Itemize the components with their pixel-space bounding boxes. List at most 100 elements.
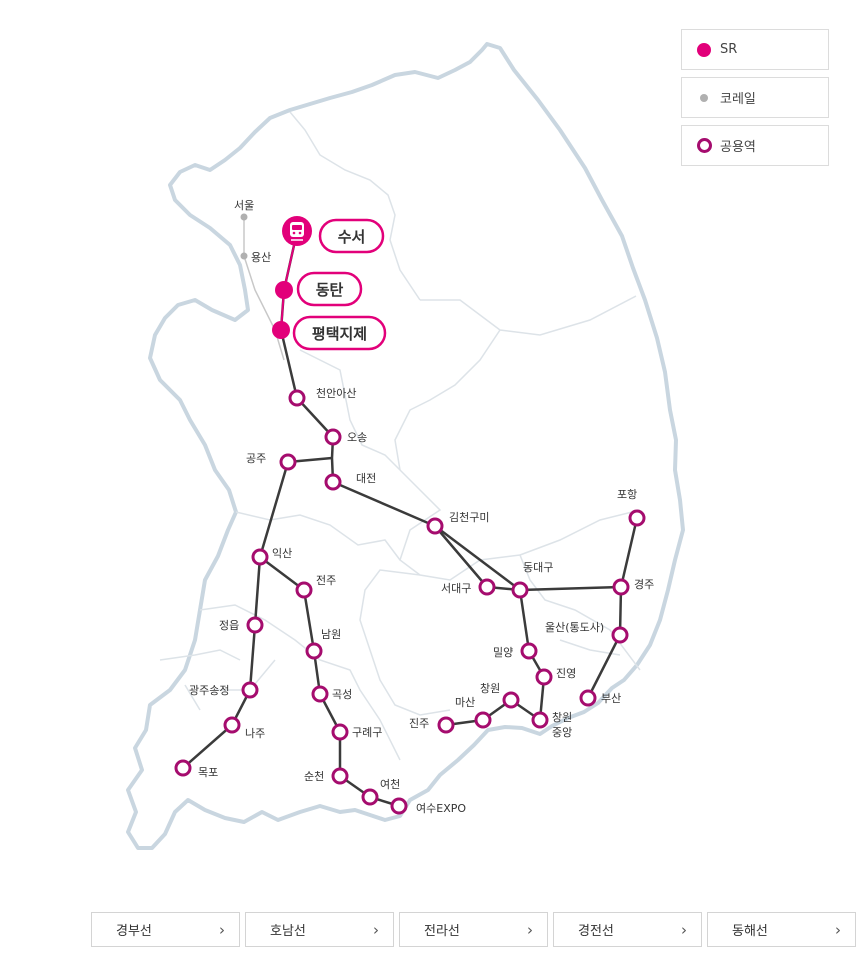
station-jinyeong[interactable] xyxy=(535,668,553,686)
label-yeosu: 여수EXPO xyxy=(416,802,466,815)
station-miryang[interactable] xyxy=(520,642,538,660)
chevron-right-icon: › xyxy=(527,920,533,939)
station-gurye[interactable] xyxy=(331,723,349,741)
label-iksan: 익산 xyxy=(272,547,292,560)
label-changwon-jungang-1: 창원 xyxy=(552,711,572,724)
station-changwon[interactable] xyxy=(502,691,520,709)
sr-station-pyeongtaek[interactable]: 평택지제 xyxy=(272,315,387,351)
station-yeocheon[interactable] xyxy=(361,788,379,806)
label-jeongeup: 정읍 xyxy=(219,619,239,632)
sr-station-dongtan[interactable]: 동탄 xyxy=(275,271,363,307)
korail-dot-icon xyxy=(695,89,713,107)
line-button-label: 전라선 xyxy=(424,924,460,939)
label-miryang: 밀양 xyxy=(493,646,513,659)
label-pyeongtaek: 평택지제 xyxy=(312,325,367,343)
label-gokseong: 곡성 xyxy=(332,688,352,701)
label-namwon: 남원 xyxy=(321,628,341,641)
station-jinju[interactable] xyxy=(437,716,455,734)
station-iksan[interactable] xyxy=(251,548,269,566)
station-pohang[interactable] xyxy=(628,509,646,527)
chevron-right-icon: › xyxy=(373,920,379,939)
station-ulsan[interactable] xyxy=(611,626,629,644)
line-button-gyeongbu[interactable]: 경부선 › xyxy=(91,912,240,947)
label-ulsan: 울산(통도사) xyxy=(545,621,604,634)
label-cheonan: 천안아산 xyxy=(316,386,356,400)
station-naju[interactable] xyxy=(223,716,241,734)
chevron-right-icon: › xyxy=(681,920,687,939)
line-button-label: 동해선 xyxy=(732,924,768,939)
line-button-jeolla[interactable]: 전라선 › xyxy=(399,912,548,947)
label-yongsan: 용산 xyxy=(251,251,271,264)
label-seoul: 서울 xyxy=(234,199,254,212)
train-icon xyxy=(290,222,304,241)
label-naju: 나주 xyxy=(245,727,265,740)
station-mokpo[interactable] xyxy=(174,759,192,777)
label-daejeon: 대전 xyxy=(356,472,376,485)
label-dongdaegu: 동대구 xyxy=(523,561,553,574)
line-button-honam[interactable]: 호남선 › xyxy=(245,912,394,947)
station-gongju[interactable] xyxy=(279,453,297,471)
station-jeongeup[interactable] xyxy=(246,616,264,634)
label-suncheon: 순천 xyxy=(304,769,324,783)
station-osong[interactable] xyxy=(324,428,342,446)
station-cheonan[interactable] xyxy=(288,389,306,407)
shared-ring-icon xyxy=(695,137,713,155)
station-suncheon[interactable] xyxy=(331,767,349,785)
label-pohang: 포항 xyxy=(617,488,637,501)
label-jeonju: 전주 xyxy=(316,574,336,587)
station-jeonju[interactable] xyxy=(295,581,313,599)
label-masan: 마산 xyxy=(455,696,475,709)
line-button-label: 경부선 xyxy=(116,924,152,939)
label-gimcheon: 김천구미 xyxy=(449,510,489,524)
track-gimcheon-seodaegu xyxy=(434,525,488,588)
track-gimcheon-dongdaegu xyxy=(434,525,521,591)
station-namwon[interactable] xyxy=(305,642,323,660)
pill-suseo xyxy=(318,218,385,254)
station-masan[interactable] xyxy=(474,711,492,729)
station-gwangju[interactable] xyxy=(241,681,259,699)
label-gwangju: 광주송정 xyxy=(189,684,229,697)
label-yeocheon: 여천 xyxy=(380,777,400,791)
track-gyeongjeon xyxy=(445,698,541,727)
legend-sr: SR xyxy=(681,29,829,70)
pill-dongtan xyxy=(296,271,363,307)
station-gokseong[interactable] xyxy=(311,685,329,703)
label-changwon-jungang-2: 중앙 xyxy=(552,726,572,739)
legend-sr-label: SR xyxy=(720,42,738,57)
station-gimcheon[interactable] xyxy=(426,517,444,535)
label-jinju: 진주 xyxy=(409,717,429,730)
line-button-gyeongjeon[interactable]: 경전선 › xyxy=(553,912,702,947)
pill-pyeongtaek xyxy=(292,315,387,351)
label-seodaegu: 서대구 xyxy=(441,582,471,595)
coastline xyxy=(126,42,685,850)
legend-korail: 코레일 xyxy=(681,77,829,118)
station-dongdaegu[interactable] xyxy=(511,581,529,599)
station-gyeongju[interactable] xyxy=(612,578,630,596)
station-yeosu[interactable] xyxy=(390,797,408,815)
legend-shared-label: 공용역 xyxy=(720,140,756,155)
sr-stations: 수서 동탄 평택지제 xyxy=(272,216,387,351)
line-button-label: 호남선 xyxy=(270,924,306,939)
station-changwon-jungang[interactable] xyxy=(531,711,549,729)
label-changwon: 창원 xyxy=(480,682,500,695)
label-mokpo: 목포 xyxy=(198,766,218,779)
sr-station-suseo[interactable]: 수서 xyxy=(282,216,385,254)
korail-branch: 서울 용산 xyxy=(234,199,285,361)
station-busan[interactable] xyxy=(579,689,597,707)
line-button-donghae[interactable]: 동해선 › xyxy=(707,912,856,947)
line-button-label: 경전선 xyxy=(578,924,614,939)
station-seodaegu[interactable] xyxy=(478,578,496,596)
label-gyeongju: 경주 xyxy=(634,578,654,591)
chevron-right-icon: › xyxy=(835,920,841,939)
legend-shared: 공용역 xyxy=(681,125,829,166)
label-suseo: 수서 xyxy=(338,228,366,246)
label-dongtan: 동탄 xyxy=(316,281,344,299)
korail-station-yongsan[interactable] xyxy=(240,252,248,260)
shared-stations xyxy=(174,389,646,815)
legend-korail-label: 코레일 xyxy=(720,92,756,107)
station-daejeon[interactable] xyxy=(324,473,342,491)
chevron-right-icon: › xyxy=(219,920,225,939)
station-labels: 천안아산 오송 공주 대전 김천구미 포항 서대구 동대구 경주 울산(통도사)… xyxy=(189,386,654,815)
korail-station-seoul[interactable] xyxy=(240,213,248,221)
